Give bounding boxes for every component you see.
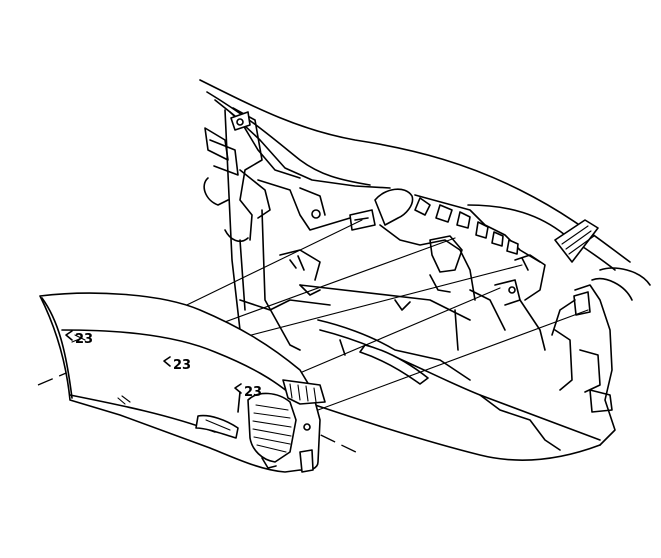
right-end-structure xyxy=(551,267,651,446)
left-side-bracket-structure xyxy=(203,107,351,351)
instrument-panel-trim-plate xyxy=(39,292,326,473)
callout-1: 23 xyxy=(65,330,93,347)
callouts: 23 23 23 xyxy=(65,330,262,400)
lower-trim-panel xyxy=(299,319,601,461)
callout-1-label: 23 xyxy=(75,332,93,347)
callout-2-label: 23 xyxy=(173,358,191,373)
center-duct-structure xyxy=(239,188,546,351)
callout-3: 23 xyxy=(234,383,262,400)
dashboard-upper-shell xyxy=(199,79,631,271)
callout-2: 23 xyxy=(163,356,191,373)
callout-3-label: 23 xyxy=(244,385,262,400)
